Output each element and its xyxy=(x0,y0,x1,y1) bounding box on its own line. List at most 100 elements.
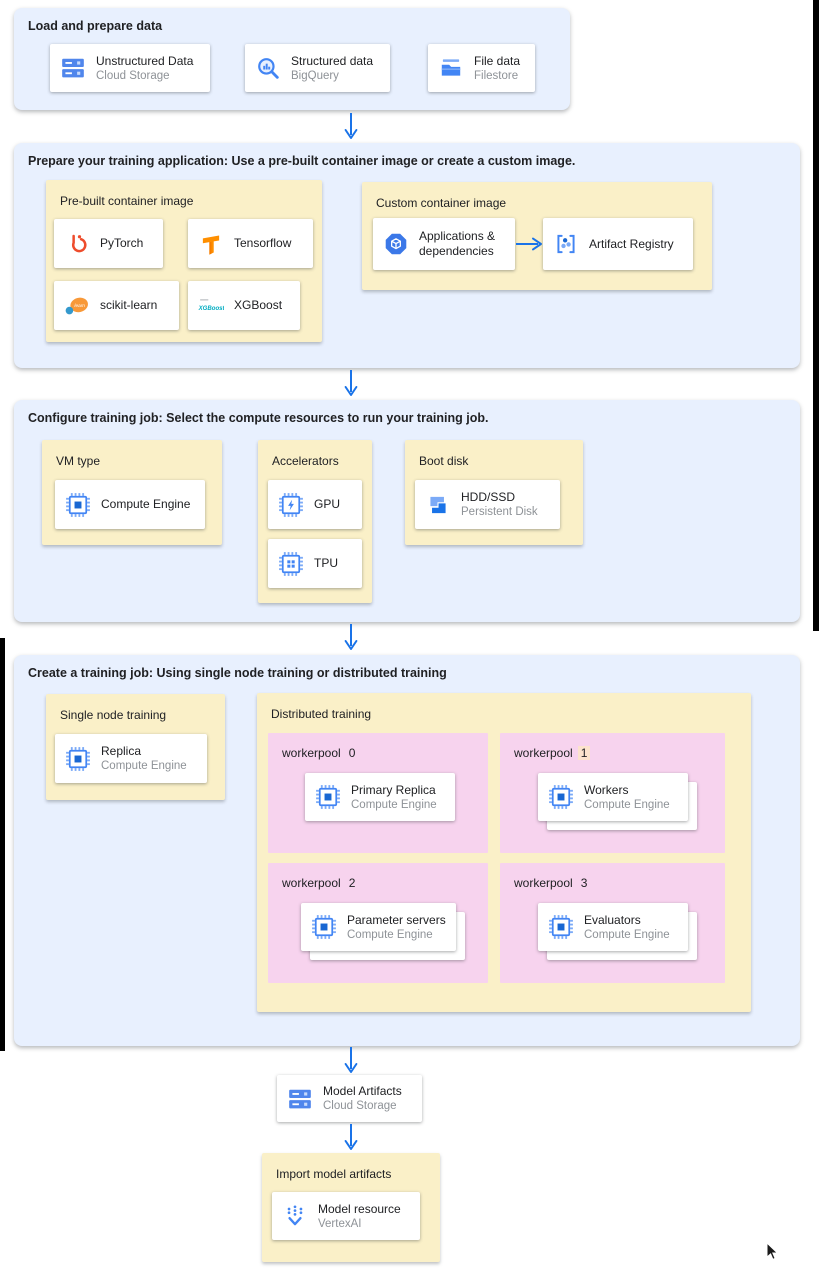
card-title: Parameter servers xyxy=(347,912,446,927)
card-xgboost: XGBoost xyxy=(188,281,300,330)
card-title: Applications & dependencies xyxy=(419,229,496,258)
panel-vm-type: VM type Compute Engine xyxy=(42,440,222,545)
card-title: Artifact Registry xyxy=(589,236,674,251)
pool-number: 2 xyxy=(348,876,356,890)
card-title: File data xyxy=(474,53,521,68)
panel-label: Boot disk xyxy=(419,454,469,468)
panel-label: Single node training xyxy=(60,708,167,722)
xgboost-icon xyxy=(198,293,224,319)
scikit-learn-icon xyxy=(64,293,90,319)
panel-label: Custom container image xyxy=(376,196,507,210)
card-evaluators: Evaluators Compute Engine xyxy=(538,903,688,951)
card-title: Evaluators xyxy=(584,912,641,927)
section-title: Prepare your training application: Use a… xyxy=(28,154,576,168)
panel-label: VM type xyxy=(56,454,101,468)
card-replica: Replica Compute Engine xyxy=(55,734,207,783)
card-title: Model Artifacts xyxy=(323,1084,402,1098)
screen-edge-artifact-right xyxy=(813,0,819,631)
pool-number: 3 xyxy=(580,876,588,890)
down-arrow-icon xyxy=(343,1123,359,1151)
card-persistent-disk: HDD/SSD Persistent Disk xyxy=(415,480,560,529)
gpu-icon xyxy=(278,492,304,518)
down-arrow-icon xyxy=(343,1046,359,1074)
panel-prebuilt-container-image: Pre-built container image PyTorch Tensor… xyxy=(46,180,322,342)
card-tensorflow: Tensorflow xyxy=(188,219,313,268)
card-artifact-registry: Artifact Registry xyxy=(543,218,693,270)
cloud-storage-icon xyxy=(287,1086,313,1112)
card-structured-data: Structured data BigQuery xyxy=(245,44,390,92)
card-primary-replica: Primary Replica Compute Engine xyxy=(305,773,455,821)
artifact-registry-icon xyxy=(553,231,579,257)
card-gpu: GPU xyxy=(268,480,362,529)
right-arrow-icon xyxy=(515,236,543,252)
card-model-artifacts: Model Artifacts Cloud Storage xyxy=(277,1075,422,1122)
compute-engine-icon xyxy=(65,746,91,772)
card-title: Primary Replica xyxy=(351,782,436,797)
card-subtitle: Compute Engine xyxy=(584,928,670,941)
card-applications-dependencies: Applications & dependencies xyxy=(373,218,515,270)
panel-label: Pre-built container image xyxy=(60,194,194,208)
screen-edge-artifact-left xyxy=(0,638,5,1051)
card-subtitle: Filestore xyxy=(474,69,519,82)
section-title: Configure training job: Select the compu… xyxy=(28,411,489,425)
down-arrow-icon xyxy=(343,623,359,651)
card-subtitle: Compute Engine xyxy=(584,798,670,811)
card-file-data: File data Filestore xyxy=(428,44,535,92)
persistent-disk-icon xyxy=(425,492,451,518)
card-title: scikit-learn xyxy=(100,298,158,312)
panel-single-node-training: Single node training Replica Compute Eng… xyxy=(46,694,225,800)
card-title: XGBoost xyxy=(234,298,283,312)
card-parameter-servers: Parameter servers Compute Engine xyxy=(301,903,456,951)
card-subtitle: Cloud Storage xyxy=(323,1100,397,1112)
tensorflow-icon xyxy=(198,231,224,257)
card-title: Structured data xyxy=(291,53,374,68)
card-title: Compute Engine xyxy=(101,497,191,511)
card-title: Unstructured Data xyxy=(96,53,194,68)
card-subtitle: Compute Engine xyxy=(347,928,433,941)
card-subtitle: Cloud Storage xyxy=(96,69,170,82)
section-title: Load and prepare data xyxy=(28,19,163,33)
pytorch-icon xyxy=(64,231,90,257)
card-subtitle: Compute Engine xyxy=(101,760,187,772)
compute-engine-icon xyxy=(311,914,337,940)
compute-engine-icon xyxy=(65,492,91,518)
card-title: TPU xyxy=(314,556,338,570)
section-prepare-training-application: Prepare your training application: Use a… xyxy=(14,143,800,368)
card-tpu: TPU xyxy=(268,539,362,588)
card-title: Model resource xyxy=(318,1201,401,1216)
pool-number: 0 xyxy=(348,746,356,760)
card-model-resource: Model resource VertexAI xyxy=(272,1192,420,1240)
card-unstructured-data: Unstructured Data Cloud Storage xyxy=(50,44,210,92)
card-title: GPU xyxy=(314,497,341,511)
card-title: HDD/SSD xyxy=(461,490,516,504)
card-title: PyTorch xyxy=(100,236,144,250)
down-arrow-icon xyxy=(343,369,359,397)
bigquery-icon xyxy=(255,55,281,81)
mouse-cursor xyxy=(766,1242,779,1260)
section-title: Create a training job: Using single node… xyxy=(28,666,447,680)
panel-accelerators: Accelerators GPU TPU xyxy=(258,440,372,603)
card-subtitle: Persistent Disk xyxy=(461,506,538,518)
card-subtitle: Compute Engine xyxy=(351,798,437,811)
cloud-storage-icon xyxy=(60,55,86,81)
card-pytorch: PyTorch xyxy=(54,219,163,268)
filestore-icon xyxy=(438,55,464,81)
card-title: Tensorflow xyxy=(234,236,292,250)
panel-label: Distributed training xyxy=(271,707,372,721)
panel-label: Import model artifacts xyxy=(276,1167,392,1181)
panel-custom-container-image: Custom container image Applications & de… xyxy=(362,182,712,290)
card-scikit-learn: scikit-learn xyxy=(54,281,179,330)
down-arrow-icon xyxy=(343,112,359,140)
card-compute-engine: Compute Engine xyxy=(55,480,205,529)
tpu-icon xyxy=(278,551,304,577)
card-title: Workers xyxy=(584,782,629,797)
